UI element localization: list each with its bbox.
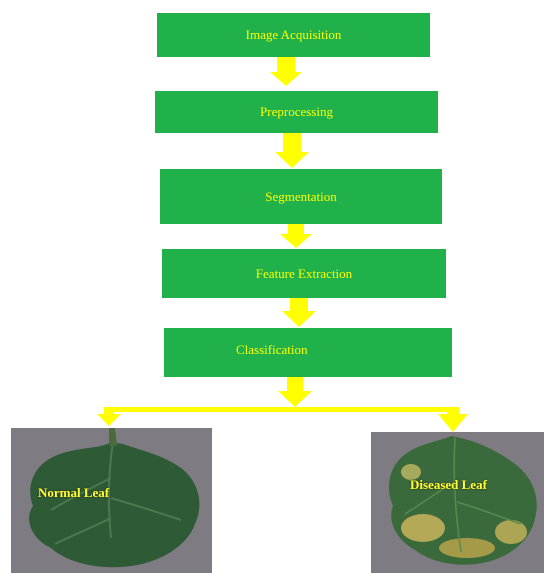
step-classification: Classification [164,328,452,377]
diseased-leaf-label: Diseased Leaf [410,477,487,492]
normal-leaf-image: Normal Leaf [11,428,212,573]
arrow-classification-to-branch [278,377,312,407]
diseased-leaf-image: Diseased Leaf [371,432,544,573]
step-classification-label: Classification [236,341,308,357]
disease-spot [495,520,527,544]
arrow-to-normal-leaf [97,407,121,426]
arrow-to-diseased-leaf [438,407,468,432]
normal-leaf-label: Normal Leaf [38,485,110,500]
disease-spot [401,514,445,542]
arrow-feature-extraction-to-classification [282,298,316,327]
arrow-preprocessing-to-segmentation [275,133,309,168]
disease-spot [401,464,421,480]
diseased-leaf-icon [388,436,537,565]
step-feature-extraction: Feature Extraction [162,249,446,298]
branch-line [104,407,452,412]
step-preprocessing: Preprocessing [155,91,438,133]
arrow-acquisition-to-preprocessing [270,57,302,86]
step-image-acquisition: Image Acquisition [157,13,430,57]
disease-spot [439,538,495,558]
step-segmentation: Segmentation [160,169,442,224]
healthy-leaf-icon [29,428,200,568]
arrow-segmentation-to-feature-extraction [280,224,312,248]
